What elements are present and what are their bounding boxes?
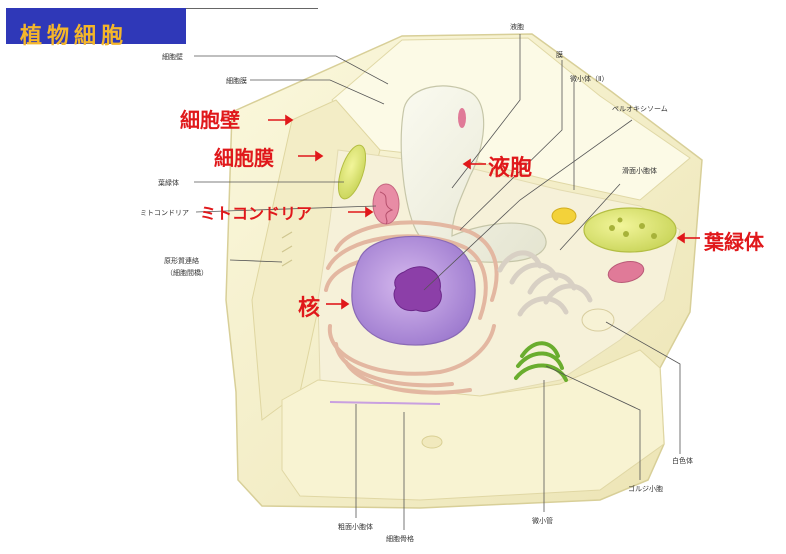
chloroplast-right	[584, 208, 676, 252]
small-label-cytoskeleton: 細胞骨格	[386, 534, 414, 544]
label-vacuole: 液胞	[488, 150, 532, 182]
small-label-microtubule: 微小管	[532, 516, 553, 526]
vesicle-bottom	[422, 436, 442, 448]
label-nucleus: 核	[298, 290, 320, 322]
small-label-membrane: 膜	[556, 50, 563, 60]
nucleolus	[394, 267, 441, 312]
microbody	[552, 208, 576, 224]
label-cell-wall: 細胞壁	[180, 104, 240, 133]
small-label-cell-wall: 細胞壁	[162, 52, 183, 62]
leucoplast	[582, 309, 614, 331]
small-label-cell-membrane: 細胞膜	[226, 76, 247, 86]
label-mitochondria: ミトコンドリア	[200, 200, 312, 224]
small-label-peroxisome: ペルオキシソーム	[612, 104, 668, 114]
small-label-golgi: ゴルジ小胞	[628, 484, 663, 494]
small-label-microbody: 微小体（Ⅱ）	[570, 74, 608, 84]
mitochondrion-top	[458, 108, 466, 128]
small-label-leucoplast: 白色体	[672, 456, 693, 466]
label-chloroplast: 葉緑体	[704, 226, 764, 255]
small-label-mitochondria: ミトコンドリア	[140, 208, 189, 218]
label-cell-membrane: 細胞膜	[214, 142, 274, 171]
small-label-vacuole: 液胞	[510, 22, 524, 32]
small-label-plasmodesma-sub: （細胞間橋）	[166, 268, 208, 278]
small-label-rough-er: 粗面小胞体	[338, 522, 373, 532]
small-label-smooth-er: 滑面小胞体	[622, 166, 657, 176]
small-label-plasmodesma: 原形質連絡	[164, 256, 199, 266]
small-label-chloroplast: 葉緑体	[158, 178, 179, 188]
